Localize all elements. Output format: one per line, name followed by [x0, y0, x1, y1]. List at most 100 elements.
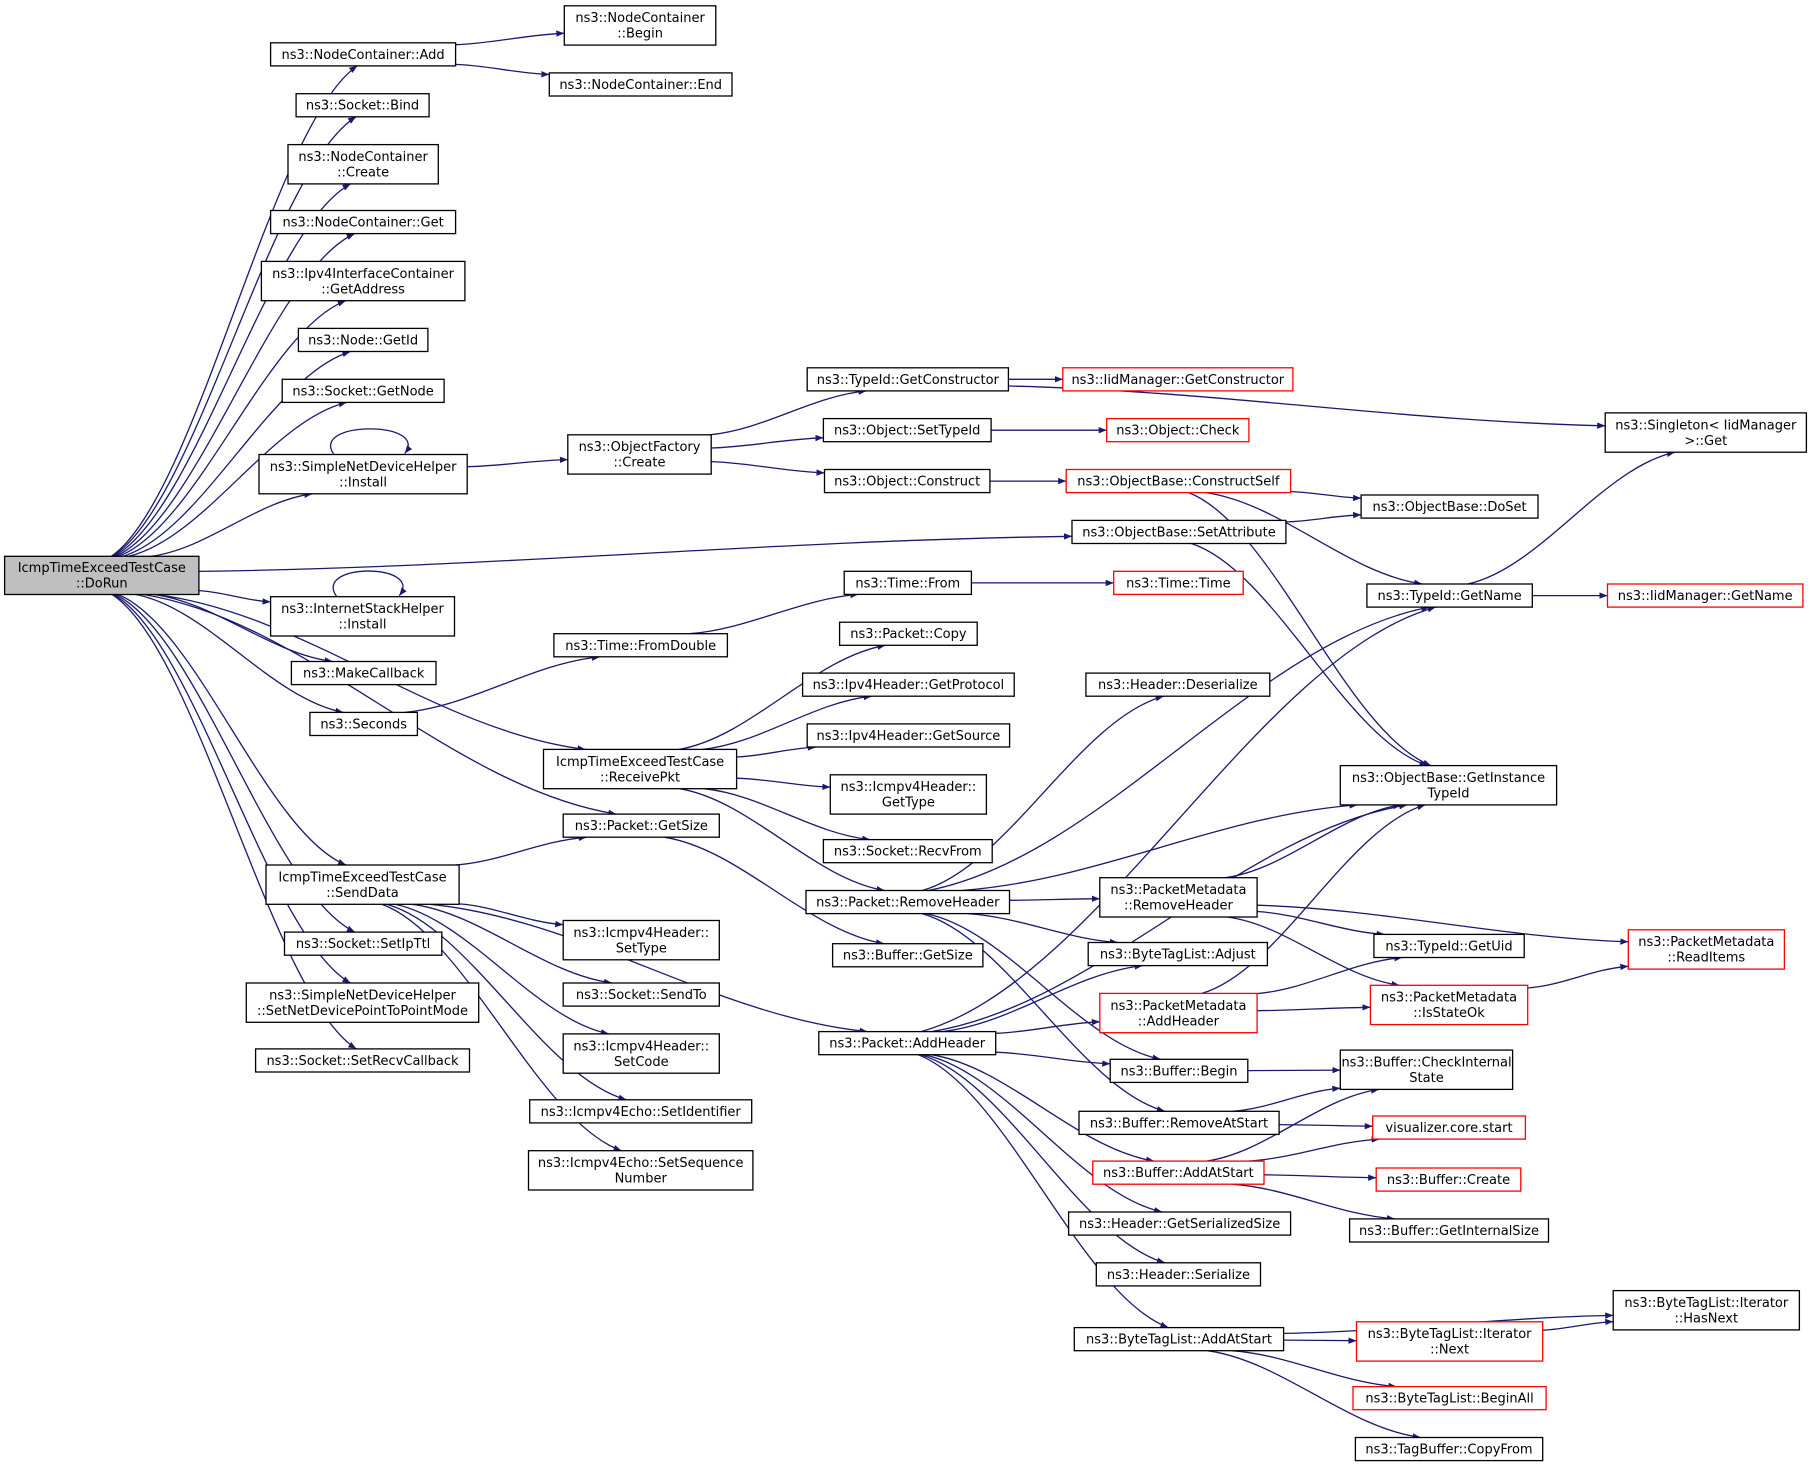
node-label: ns3::Icmpv4Echo::SetIdentifier — [541, 1105, 742, 1120]
node-BufBegin[interactable]: ns3::Buffer::Begin — [1109, 1058, 1249, 1084]
node-NCEnd[interactable]: ns3::NodeContainer::End — [548, 72, 733, 97]
node-PMIsStateOk[interactable]: ns3::PacketMetadata::IsStateOk — [1369, 984, 1529, 1026]
node-NCAdd[interactable]: ns3::NodeContainer::Add — [269, 42, 457, 67]
node-box — [542, 748, 738, 790]
node-SockGetNode[interactable]: ns3::Socket::GetNode — [281, 378, 445, 404]
call-edge-SendData-to-PacketGetSize — [455, 834, 587, 866]
node-PktRemoveHeader[interactable]: ns3::Packet::RemoveHeader — [805, 889, 1011, 915]
node-NodeGetId[interactable]: ns3::Node::GetId — [297, 327, 429, 353]
node-ReceivePkt[interactable]: IcmpTimeExceedTestCase::ReceivePkt — [542, 748, 738, 790]
node-SockRecvFrom[interactable]: ns3::Socket::RecvFrom — [822, 838, 993, 864]
node-Seconds[interactable]: ns3::Seconds — [309, 711, 419, 737]
node-DoRun[interactable]: IcmpTimeExceedTestCase::DoRun — [3, 555, 200, 596]
node-BTLIterNext[interactable]: ns3::ByteTagList::Iterator::Next — [1355, 1321, 1544, 1362]
node-box — [260, 260, 466, 302]
node-ISHInstall[interactable]: ns3::InternetStackHelper::Install — [269, 596, 456, 637]
node-label: ns3::Packet::RemoveHeader — [816, 896, 1000, 911]
call-edge-PktAddHeader-to-BufBegin — [995, 1051, 1111, 1067]
node-label: SetCode — [614, 1055, 669, 1070]
node-label: ns3::Header::Deserialize — [1098, 678, 1258, 693]
call-edge-ObjBaseConstructSelf-to-TypeIdGetName — [1205, 491, 1423, 587]
node-label: ::ReceivePkt — [600, 770, 680, 785]
node-label: ::Next — [1430, 1343, 1469, 1358]
node-SockSendTo[interactable]: ns3::Socket::SendTo — [562, 982, 720, 1007]
node-ObjCheck[interactable]: ns3::Object::Check — [1106, 417, 1250, 443]
node-BufCreate[interactable]: ns3::Buffer::Create — [1375, 1167, 1522, 1192]
node-SNDHInstall[interactable]: ns3::SimpleNetDeviceHelper::Install — [258, 453, 468, 495]
node-TypeIdGetUid[interactable]: ns3::TypeId::GetUid — [1373, 933, 1525, 959]
node-TypeIdGetCtor[interactable]: ns3::TypeId::GetConstructor — [806, 367, 1010, 392]
node-BTLIterHasNext[interactable]: ns3::ByteTagList::Iterator::HasNext — [1612, 1289, 1801, 1331]
node-TagBufCopyFrom[interactable]: ns3::TagBuffer::CopyFrom — [1354, 1436, 1544, 1462]
node-BufRemoveAtStart[interactable]: ns3::Buffer::RemoveAtStart — [1078, 1110, 1280, 1136]
node-label: IcmpTimeExceedTestCase — [278, 870, 446, 885]
node-SNDHSetP2P[interactable]: ns3::SimpleNetDeviceHelper::SetNetDevice… — [245, 982, 480, 1023]
node-HdrSerialize[interactable]: ns3::Header::Serialize — [1095, 1262, 1262, 1287]
node-label: ns3::ObjectFactory — [579, 440, 701, 455]
node-Icmpv4HdrGetType[interactable]: ns3::Icmpv4Header::GetType — [829, 774, 988, 815]
node-label: GetType — [882, 796, 935, 811]
call-edge-SendData-to-Icmpv4EchoSetSeq — [381, 903, 622, 1152]
node-label: ns3::NodeContainer — [575, 11, 705, 26]
node-Ipv4HdrGetSource[interactable]: ns3::Ipv4Header::GetSource — [806, 723, 1011, 748]
node-SockSetIpTtl[interactable]: ns3::Socket::SetIpTtl — [283, 931, 443, 956]
node-SendData[interactable]: IcmpTimeExceedTestCase::SendData — [265, 864, 460, 905]
node-label: ns3::ByteTagList::BeginAll — [1365, 1392, 1533, 1407]
node-label: ns3::Packet::GetSize — [575, 819, 708, 834]
node-SockBind[interactable]: ns3::Socket::Bind — [295, 93, 430, 118]
call-edge-DoRun-to-Seconds — [135, 593, 344, 715]
call-edge-PMAddHeader-to-TypeIdGetUid — [1257, 955, 1403, 995]
node-VisCoreStart[interactable]: visualizer.core.start — [1372, 1115, 1527, 1140]
node-BufAddAtStart[interactable]: ns3::Buffer::AddAtStart — [1092, 1160, 1265, 1185]
node-Icmpv4HdrSetCode[interactable]: ns3::Icmpv4Header::SetCode — [562, 1033, 720, 1074]
call-edge-PktRemoveHeader-to-BufBegin — [926, 912, 1161, 1061]
node-Ipv4HdrGetProto[interactable]: ns3::Ipv4Header::GetProtocol — [801, 672, 1015, 697]
node-Icmpv4EchoSetId[interactable]: ns3::Icmpv4Echo::SetIdentifier — [529, 1099, 753, 1124]
node-PktAddHeader[interactable]: ns3::Packet::AddHeader — [818, 1030, 997, 1056]
node-HdrGetSerSize[interactable]: ns3::Header::GetSerializedSize — [1067, 1211, 1292, 1236]
node-PacketCopy[interactable]: ns3::Packet::Copy — [838, 621, 978, 646]
node-HeaderDeserialize[interactable]: ns3::Header::Deserialize — [1085, 672, 1271, 697]
node-PacketGetSize[interactable]: ns3::Packet::GetSize — [562, 813, 720, 838]
node-ObjConstruct[interactable]: ns3::Object::Construct — [823, 468, 991, 494]
call-edge-SNDHInstall-to-SNDHInstall — [330, 428, 413, 455]
node-SockSetRecvCb[interactable]: ns3::Socket::SetRecvCallback — [254, 1048, 471, 1073]
node-ObjFactCreate[interactable]: ns3::ObjectFactory::Create — [567, 434, 712, 475]
node-MakeCallback[interactable]: ns3::MakeCallback — [290, 660, 437, 686]
node-BTLAddAtStart[interactable]: ns3::ByteTagList::AddAtStart — [1073, 1326, 1285, 1352]
node-SingletonGet[interactable]: ns3::Singleton< IidManager>::Get — [1604, 412, 1808, 453]
node-box — [1355, 1321, 1544, 1362]
node-box — [823, 468, 991, 494]
node-box — [822, 417, 992, 443]
node-Icmpv4HdrSetType[interactable]: ns3::Icmpv4Header::SetType — [562, 919, 720, 961]
node-BTLBeginAll[interactable]: ns3::ByteTagList::BeginAll — [1352, 1385, 1547, 1411]
node-PMReadItems[interactable]: ns3::PacketMetadata::ReadItems — [1627, 929, 1786, 970]
node-PMRemoveHeader[interactable]: ns3::PacketMetadata::RemoveHeader — [1099, 877, 1258, 918]
node-ObjBaseConstructSelf[interactable]: ns3::ObjectBase::ConstructSelf — [1065, 468, 1292, 494]
node-label: ns3::MakeCallback — [303, 667, 425, 682]
node-PMAddHeader[interactable]: ns3::PacketMetadata::AddHeader — [1099, 992, 1258, 1034]
node-TypeIdGetName[interactable]: ns3::TypeId::GetName — [1366, 583, 1533, 608]
node-NCBegin[interactable]: ns3::NodeContainer::Begin — [563, 5, 717, 46]
node-NCGet[interactable]: ns3::NodeContainer::Get — [269, 209, 457, 235]
node-ObjBaseDoSet[interactable]: ns3::ObjectBase::DoSet — [1360, 494, 1539, 519]
node-label: ns3::Buffer::AddAtStart — [1103, 1166, 1254, 1181]
node-label: ::Begin — [617, 27, 663, 42]
node-Ipv4IfcGetAddr[interactable]: ns3::Ipv4InterfaceContainer::GetAddress — [260, 260, 466, 302]
node-BufGetSize[interactable]: ns3::Buffer::GetSize — [831, 943, 984, 968]
node-ObjSetTypeId[interactable]: ns3::Object::SetTypeId — [822, 417, 992, 443]
node-IidMgrGetName[interactable]: ns3::IidManager::GetName — [1606, 583, 1804, 608]
node-IidMgrGetCtor[interactable]: ns3::IidManager::GetConstructor — [1062, 367, 1294, 392]
node-TimeTime[interactable]: ns3::Time::Time — [1113, 570, 1244, 596]
node-NCCreate[interactable]: ns3::NodeContainer::Create — [287, 143, 439, 185]
node-BTLAdjust[interactable]: ns3::ByteTagList::Adjust — [1087, 941, 1269, 967]
node-BufGetInternalSize[interactable]: ns3::Buffer::GetInternalSize — [1348, 1218, 1550, 1243]
node-ObjBaseSetAttr[interactable]: ns3::ObjectBase::SetAttribute — [1071, 519, 1287, 545]
call-edge-PktAddHeader-to-BufAddAtStart — [931, 1054, 1155, 1163]
node-TimeFromDouble[interactable]: ns3::Time::FromDouble — [553, 633, 729, 658]
node-TimeFrom[interactable]: ns3::Time::From — [843, 570, 973, 596]
